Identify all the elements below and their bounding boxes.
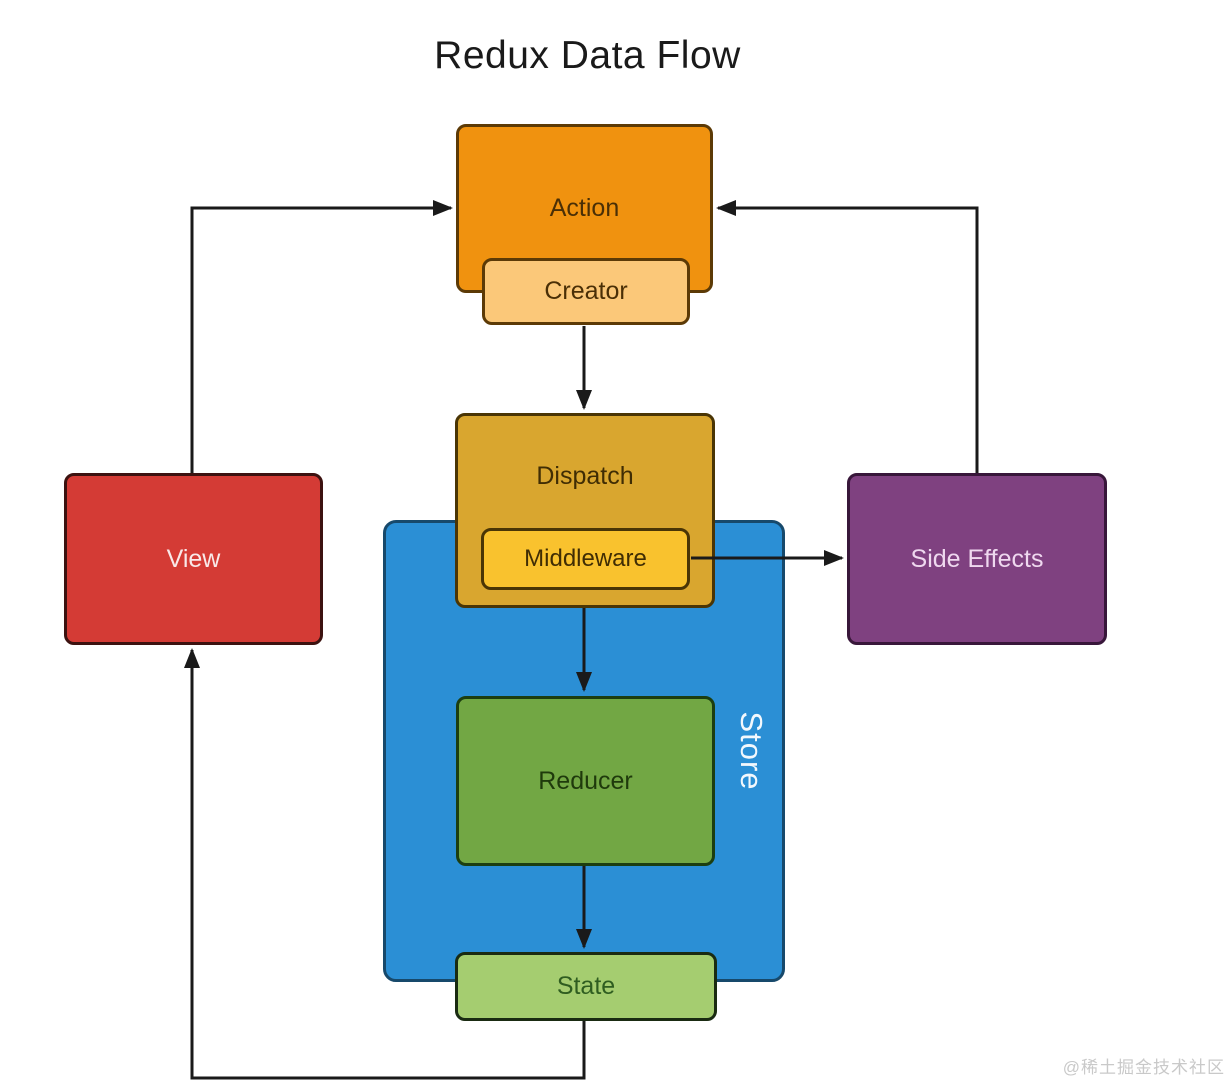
view-label: View <box>166 544 221 573</box>
side-effects-label: Side Effects <box>910 544 1044 573</box>
state-label: State <box>556 972 616 1000</box>
action-creator-node: Creator <box>482 258 690 325</box>
middleware-node: Middleware <box>481 528 690 590</box>
store-label: Store <box>734 711 769 791</box>
watermark: @稀土掘金技术社区 <box>1062 1058 1225 1077</box>
reducer-label: Reducer <box>538 766 633 795</box>
view-node: View <box>64 473 323 645</box>
dispatch-label: Dispatch <box>536 462 634 490</box>
side-effects-node: Side Effects <box>847 473 1107 645</box>
edge-sideeffects-to-action <box>716 200 979 473</box>
action-label: Action <box>549 194 620 222</box>
diagram-title: Redux Data Flow <box>434 34 741 77</box>
edge-view-to-action <box>190 200 453 473</box>
action-creator-label: Creator <box>544 277 628 305</box>
state-node: State <box>455 952 717 1021</box>
reducer-node: Reducer <box>456 696 715 866</box>
middleware-label: Middleware <box>524 545 647 572</box>
